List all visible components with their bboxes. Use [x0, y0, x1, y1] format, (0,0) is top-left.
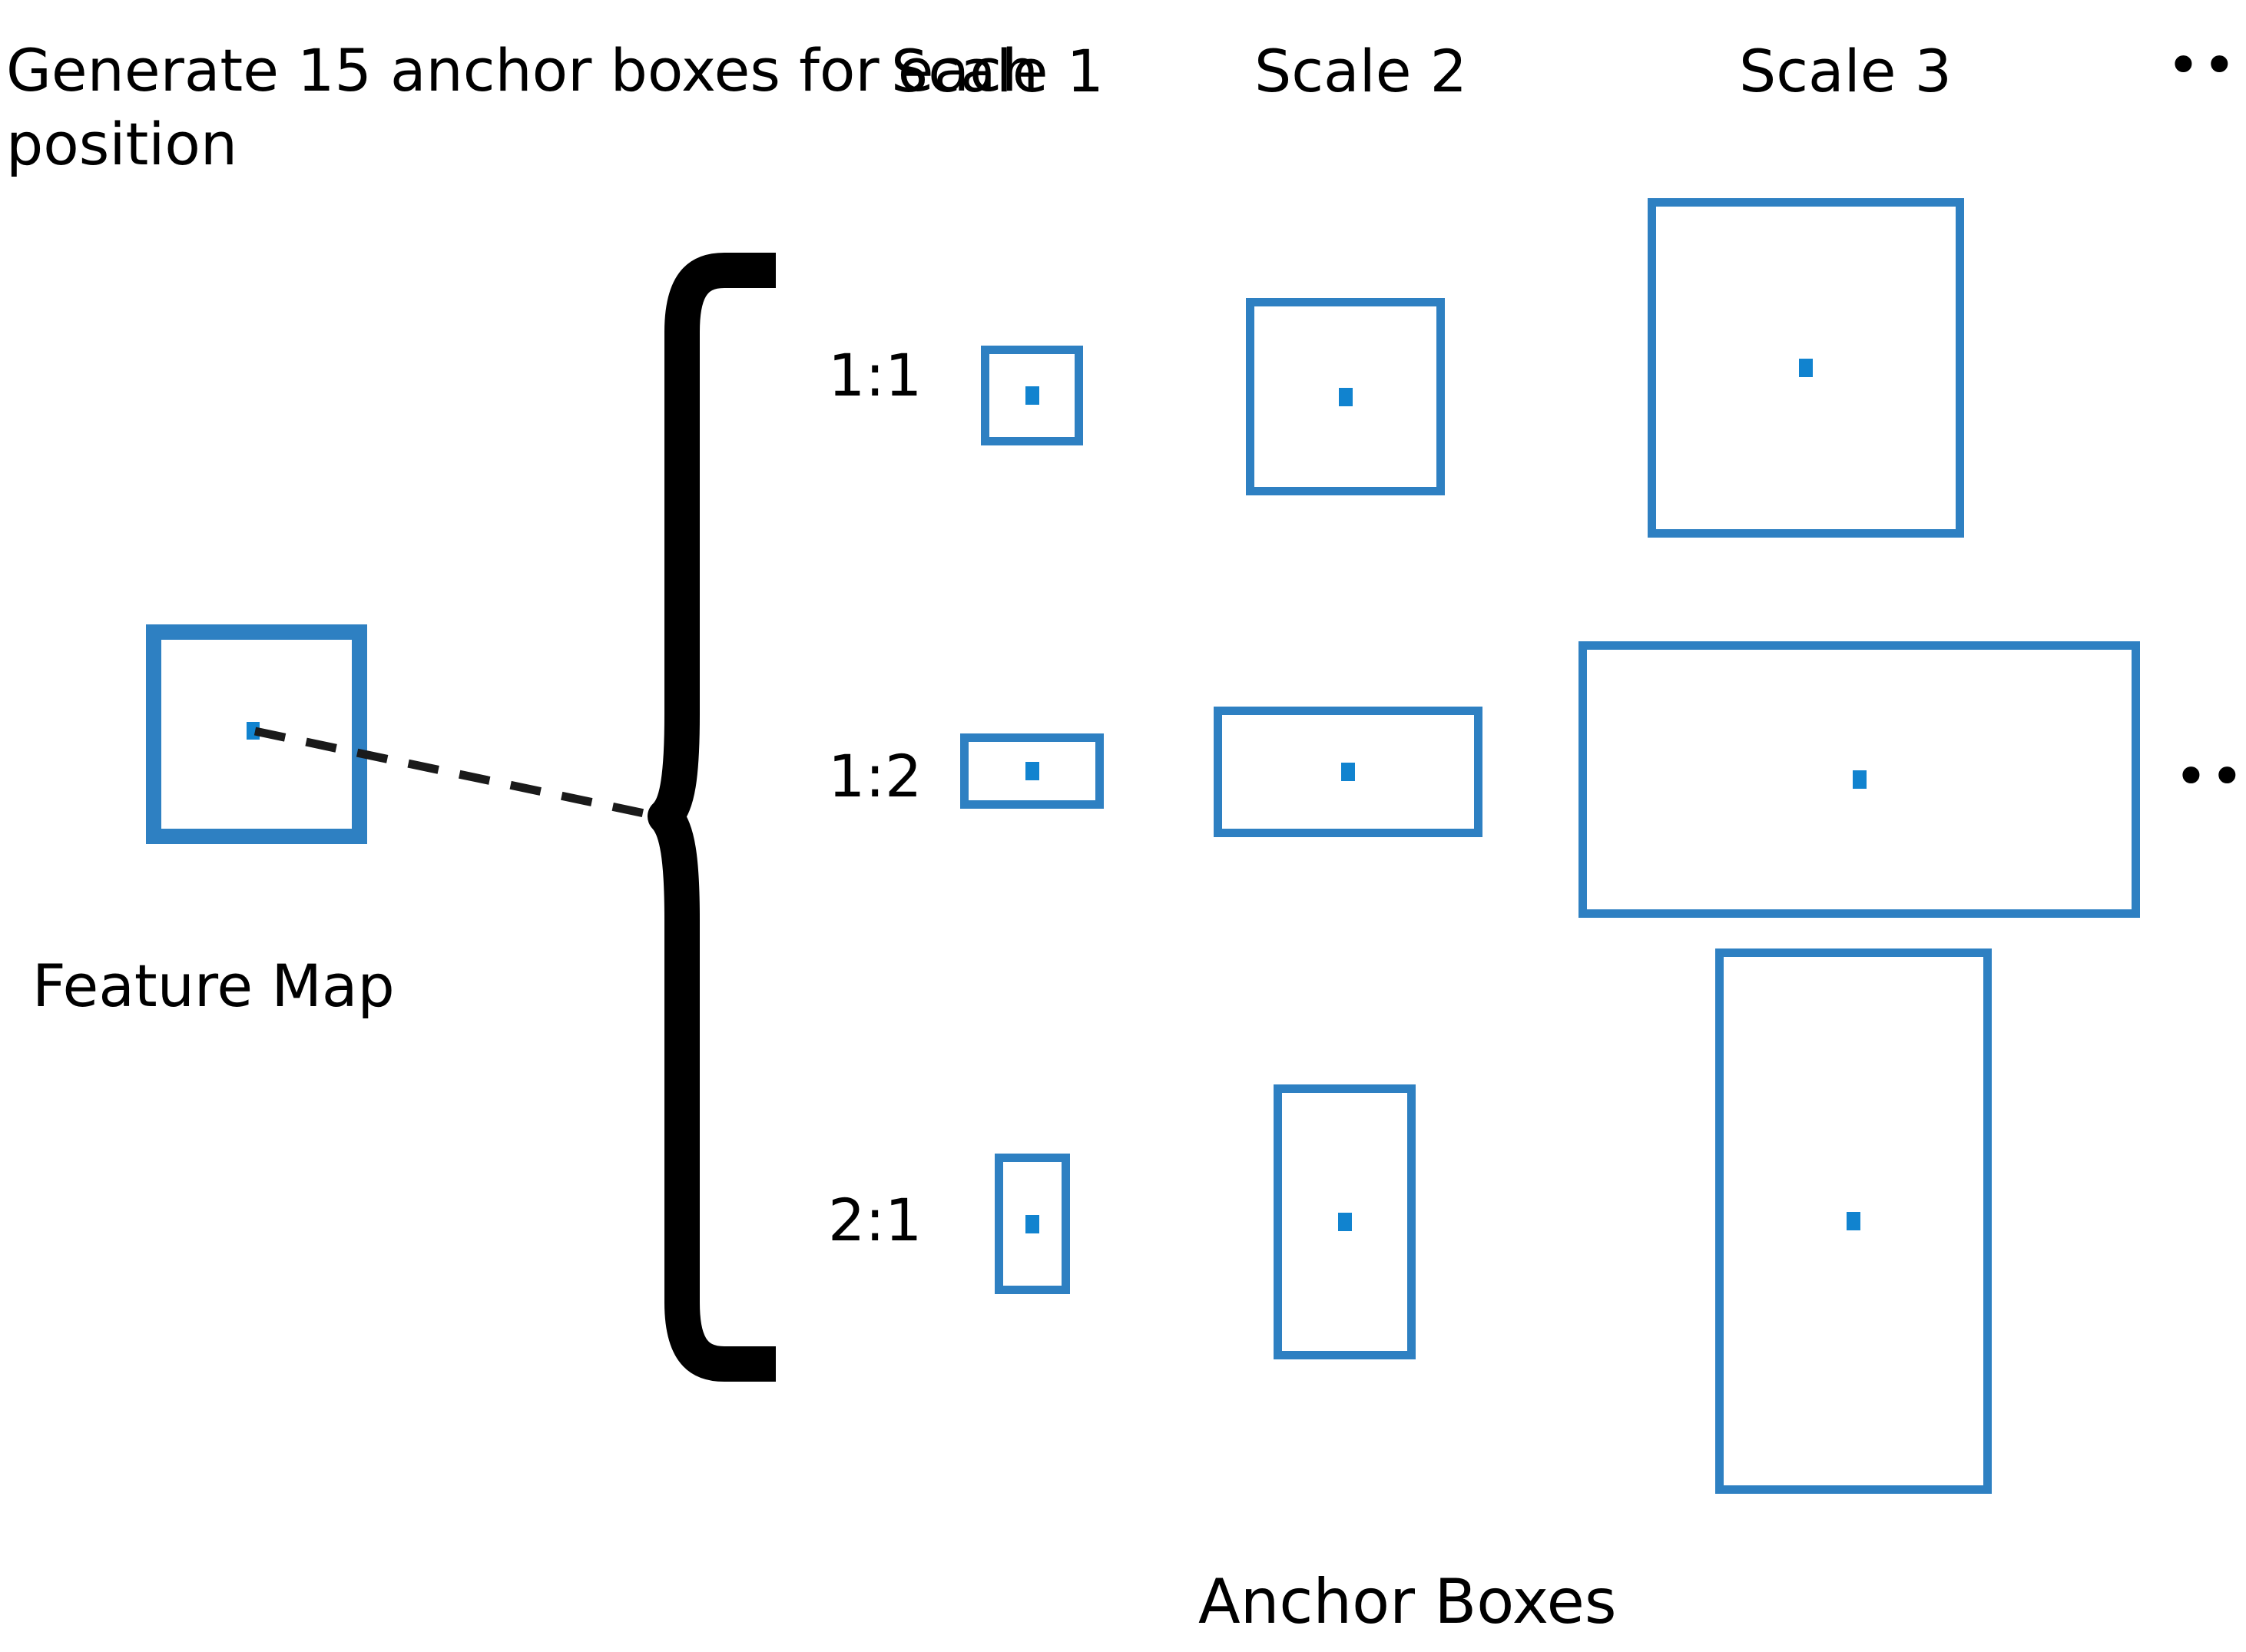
column-header-scale-2: Scale 2	[1254, 37, 1467, 105]
anchor-center-dot-icon	[1847, 1212, 1860, 1230]
anchor-box	[995, 1154, 1070, 1294]
column-header-scale-3: Scale 3	[1739, 37, 1952, 105]
ratio-label-1-2: 1:2	[828, 742, 923, 810]
anchor-center-dot-icon	[1025, 762, 1039, 780]
ratio-label-2-1: 2:1	[828, 1186, 923, 1254]
anchor-box	[1274, 1084, 1416, 1359]
anchor-center-dot-icon	[1025, 1215, 1039, 1233]
anchor-center-dot-icon	[1853, 770, 1867, 789]
anchor-center-dot-icon	[1338, 1213, 1352, 1231]
ellipsis-row-icon: •••	[2174, 742, 2246, 810]
anchor-box	[1246, 298, 1445, 495]
column-header-scale-1: Scale 1	[891, 37, 1104, 105]
ratio-label-1-1: 1:1	[828, 341, 923, 409]
anchor-box	[1214, 707, 1482, 837]
anchor-boxes-caption: Anchor Boxes	[1198, 1566, 1617, 1637]
ellipsis-header-icon: •••	[2166, 31, 2246, 99]
feature-map-center-dot-icon	[247, 722, 260, 740]
anchor-center-dot-icon	[1025, 386, 1039, 405]
curly-brace-icon	[648, 253, 776, 1382]
anchor-center-dot-icon	[1339, 388, 1353, 406]
feature-map-label: Feature Map	[32, 952, 395, 1020]
anchor-center-dot-icon	[1341, 763, 1355, 781]
anchor-center-dot-icon	[1799, 359, 1813, 377]
page-title: Generate 15 anchor boxes for each positi…	[6, 36, 1039, 178]
